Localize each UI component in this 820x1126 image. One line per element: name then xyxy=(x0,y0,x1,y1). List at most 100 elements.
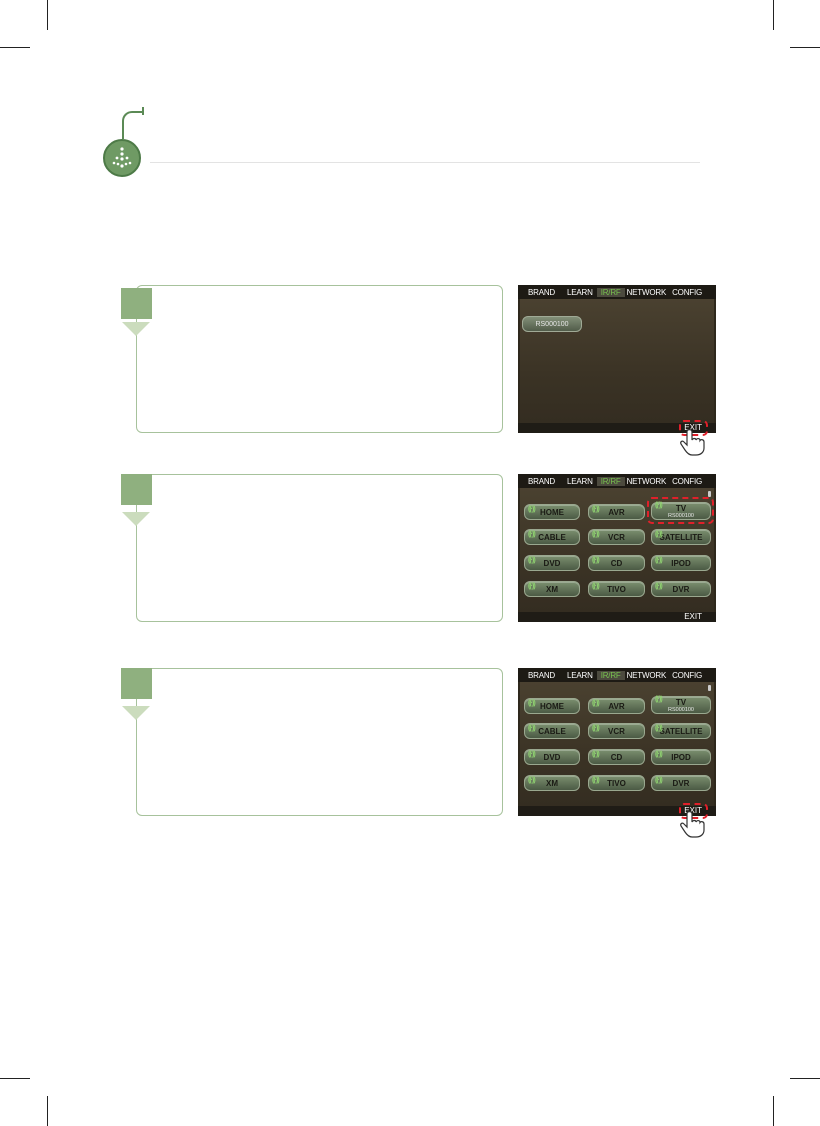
nav-brand[interactable]: BRAND xyxy=(528,476,556,486)
step-2-box xyxy=(136,474,503,622)
tv-highlight xyxy=(647,497,714,524)
device-button-tivo[interactable]: ((·))TIVO xyxy=(588,775,645,791)
nav-network[interactable]: NETWORK xyxy=(626,670,667,680)
crop-mark xyxy=(773,1096,774,1126)
device-button-cd[interactable]: ((·))CD xyxy=(588,749,645,765)
step-3-arrow xyxy=(122,706,150,720)
signal-icon: ((·)) xyxy=(528,751,536,758)
screen-1-nav: BRAND LEARN IR/RF NETWORK CONFIG xyxy=(518,285,716,299)
pin-icon xyxy=(708,491,711,497)
signal-icon: ((·)) xyxy=(592,583,600,590)
device-button-home[interactable]: ((·))HOME xyxy=(524,698,580,714)
device-button-vcr[interactable]: ((·))VCR xyxy=(588,723,645,739)
crop-mark xyxy=(790,1078,820,1079)
step-2-tab xyxy=(121,474,152,505)
nav-config[interactable]: CONFIG xyxy=(672,287,703,297)
nav-irrf[interactable]: IR/RF xyxy=(596,287,625,297)
signal-icon: ((·)) xyxy=(528,725,536,732)
nav-learn[interactable]: LEARN xyxy=(567,287,593,297)
crop-mark xyxy=(0,1078,30,1079)
device-button-xm[interactable]: ((·))XM xyxy=(524,775,580,791)
device-button-dvr[interactable]: ((·))DVR xyxy=(651,581,711,597)
exit-highlight xyxy=(679,803,708,819)
device-button-satellite[interactable]: ((·))SATELLITE xyxy=(651,529,711,545)
signal-icon: ((·)) xyxy=(528,700,536,707)
device-button-tivo[interactable]: ((·))TIVO xyxy=(588,581,645,597)
header-connector xyxy=(122,111,144,139)
nav-learn[interactable]: LEARN xyxy=(567,670,593,680)
step-3-tab xyxy=(121,668,152,699)
device-button-cable[interactable]: ((·))CABLE xyxy=(524,723,580,739)
crop-mark xyxy=(47,0,48,30)
crop-mark xyxy=(773,0,774,30)
screen-2-footer xyxy=(518,612,716,622)
device-button-rs000100[interactable]: RS000100 xyxy=(522,316,582,332)
step-1-tab xyxy=(121,288,152,319)
device-button-ipod[interactable]: ((·))IPOD xyxy=(651,749,711,765)
device-button-xm[interactable]: ((·))XM xyxy=(524,581,580,597)
exit-button[interactable]: EXIT xyxy=(684,612,702,621)
nav-brand[interactable]: BRAND xyxy=(528,287,556,297)
step-3-box xyxy=(136,668,503,816)
screen-2-nav: BRAND LEARN IR/RF NETWORK CONFIG xyxy=(518,474,716,488)
pin-icon xyxy=(708,685,711,691)
hand-pointer-icon xyxy=(680,429,705,456)
signal-icon: ((·)) xyxy=(592,557,600,564)
device-button-cd[interactable]: ((·))CD xyxy=(588,555,645,571)
signal-icon: ((·)) xyxy=(655,696,663,703)
signal-icon: ((·)) xyxy=(592,700,600,707)
signal-icon: ((·)) xyxy=(592,777,600,784)
screen-2: BRAND LEARN IR/RF NETWORK CONFIG ((·))HO… xyxy=(518,474,716,622)
hand-pointer-icon xyxy=(680,811,705,838)
screen-3-footer xyxy=(518,806,716,816)
screen-3-nav: BRAND LEARN IR/RF NETWORK CONFIG xyxy=(518,668,716,682)
signal-icon: ((·)) xyxy=(528,531,536,538)
signal-icon: ((·)) xyxy=(655,557,663,564)
device-button-dvd[interactable]: ((·))DVD xyxy=(524,749,580,765)
signal-icon: ((·)) xyxy=(528,506,536,513)
nav-irrf[interactable]: IR/RF xyxy=(596,476,625,486)
signal-icon: ((·)) xyxy=(592,506,600,513)
device-button-ipod[interactable]: ((·))IPOD xyxy=(651,555,711,571)
signal-icon: ((·)) xyxy=(655,725,663,732)
nav-network[interactable]: NETWORK xyxy=(626,287,667,297)
signal-icon: ((·)) xyxy=(655,777,663,784)
screen-1-footer xyxy=(518,423,716,433)
step-2-arrow xyxy=(122,512,150,526)
signal-icon: ((·)) xyxy=(528,777,536,784)
exit-button[interactable]: EXIT xyxy=(684,806,702,815)
signal-icon: ((·)) xyxy=(592,725,600,732)
tv-device-id: RS000100 xyxy=(668,513,694,519)
exit-highlight xyxy=(679,420,708,436)
nav-irrf[interactable]: IR/RF xyxy=(596,670,625,680)
signal-icon: ((·)) xyxy=(655,583,663,590)
screen-1: BRAND LEARN IR/RF NETWORK CONFIG RS00010… xyxy=(518,285,716,433)
device-button-vcr[interactable]: ((·))VCR xyxy=(588,529,645,545)
signal-icon: ((·)) xyxy=(655,531,663,538)
nav-learn[interactable]: LEARN xyxy=(567,476,593,486)
signal-icon: ((·)) xyxy=(655,751,663,758)
device-button-avr[interactable]: ((·))AVR xyxy=(588,504,645,520)
tree-network-icon xyxy=(103,139,141,177)
device-button-dvd[interactable]: ((·))DVD xyxy=(524,555,580,571)
device-button-dvr[interactable]: ((·))DVR xyxy=(651,775,711,791)
step-1-box xyxy=(136,285,503,433)
exit-button[interactable]: EXIT xyxy=(684,423,702,432)
device-button-cable[interactable]: ((·))CABLE xyxy=(524,529,580,545)
device-button-home[interactable]: ((·))HOME xyxy=(524,504,580,520)
nav-brand[interactable]: BRAND xyxy=(528,670,556,680)
device-button-satellite[interactable]: ((·))SATELLITE xyxy=(651,723,711,739)
signal-icon: ((·)) xyxy=(528,583,536,590)
nav-config[interactable]: CONFIG xyxy=(672,670,703,680)
device-button-avr[interactable]: ((·))AVR xyxy=(588,698,645,714)
signal-icon: ((·)) xyxy=(655,502,663,509)
signal-icon: ((·)) xyxy=(592,751,600,758)
screen-3: BRAND LEARN IR/RF NETWORK CONFIG ((·))HO… xyxy=(518,668,716,816)
signal-icon: ((·)) xyxy=(592,531,600,538)
nav-config[interactable]: CONFIG xyxy=(672,476,703,486)
signal-icon: ((·)) xyxy=(528,557,536,564)
nav-network[interactable]: NETWORK xyxy=(626,476,667,486)
crop-mark xyxy=(790,47,820,48)
